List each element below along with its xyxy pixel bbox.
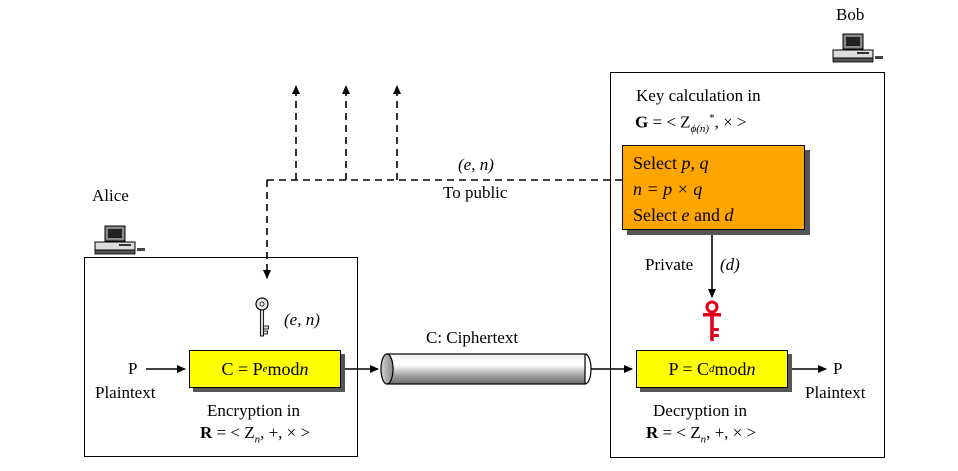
bob-label: Bob: [836, 5, 865, 24]
key-generation-box: Select p, q n = p × q Select e and d: [622, 145, 805, 230]
private-key-icon: [703, 300, 721, 341]
select-pq-line: Select p, q: [633, 153, 709, 173]
encryption-ring: R = < Zn, +, × >: [200, 423, 311, 446]
decryption-ring-heading: Decryption in: [653, 401, 747, 420]
alice-label: Alice: [92, 186, 129, 205]
group-rest: , × >: [714, 112, 747, 132]
group-subscript: ϕ(n): [690, 123, 710, 136]
bob-enclosure: [610, 72, 885, 458]
ciphertext-channel: [380, 353, 592, 385]
plaintext-input-label: Plaintext: [95, 383, 156, 402]
to-public-label: To public: [443, 183, 508, 202]
encryption-ring-heading: Encryption in: [207, 401, 301, 420]
n-equals-line: n = p × q: [633, 179, 703, 199]
plaintext-output-label: Plaintext: [805, 383, 866, 402]
computer-icon: [832, 33, 883, 63]
ciphertext-label: C: Ciphertext: [426, 328, 519, 347]
group-eq: = < Z: [648, 112, 691, 132]
private-value: (d): [720, 255, 740, 274]
alice-public-key-label: (e, n): [284, 310, 320, 329]
alice-enclosure: [84, 257, 358, 457]
private-label: Private: [645, 255, 694, 274]
key-calculation-group: G = < Zϕ(n)*, × >: [635, 108, 747, 139]
plaintext-input-symbol: P: [128, 359, 138, 378]
public-distribution-lines: [263, 85, 622, 279]
computer-icon: [94, 225, 145, 255]
public-key-icon: [255, 297, 270, 337]
plaintext-output-symbol: P: [833, 359, 843, 378]
select-ed-line: Select e and d: [633, 205, 734, 225]
decryption-ring: R = < Zn, +, × >: [646, 423, 757, 446]
group-symbol: G: [635, 112, 649, 132]
group-superscript: *: [709, 112, 715, 124]
public-pair-label: (e, n): [458, 155, 494, 174]
key-calculation-heading: Key calculation in: [636, 86, 761, 105]
